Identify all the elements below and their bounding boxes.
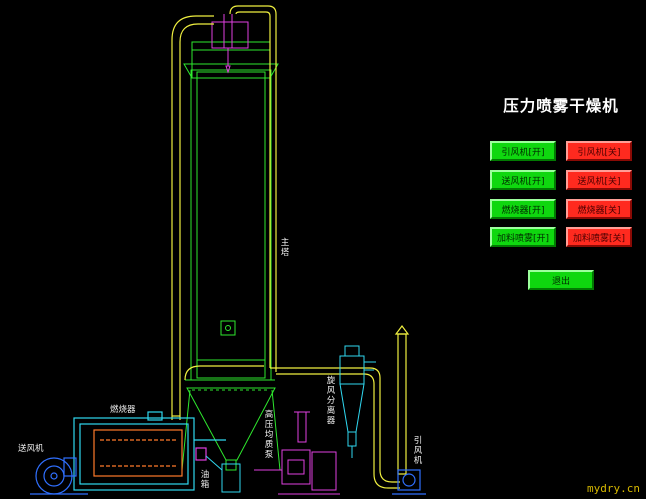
supply-blower xyxy=(30,457,88,495)
feed-spray-off-button[interactable]: 加料喷雾[关] xyxy=(566,227,632,247)
burner-off-button[interactable]: 燃烧器[关] xyxy=(566,199,632,219)
burner-on-button[interactable]: 燃烧器[开] xyxy=(490,199,556,219)
oil-tank xyxy=(205,455,241,493)
tower-label: 主塔 xyxy=(280,238,290,258)
burner-unit xyxy=(73,411,226,491)
blower-off-button[interactable]: 送风机[关] xyxy=(566,170,632,190)
watermark: mydry.cn xyxy=(587,482,640,495)
high-pressure-pump xyxy=(254,411,340,495)
exhaust-fan xyxy=(392,469,426,495)
exit-button[interactable]: 退出 xyxy=(528,270,594,290)
air-ducts xyxy=(171,5,410,489)
hp-pump-label: 高压均质泵 xyxy=(264,410,274,460)
cyclone-separator xyxy=(339,345,376,458)
fan-on-button[interactable]: 引风机[开] xyxy=(490,141,556,161)
page-title: 压力喷雾干燥机 xyxy=(503,97,619,115)
oil-tank-label: 油箱 xyxy=(200,470,210,490)
fan-off-button[interactable]: 引风机[关] xyxy=(566,141,632,161)
cyclone-label: 旋风分离器 xyxy=(326,376,336,426)
feed-spray-on-button[interactable]: 加料喷雾[开] xyxy=(490,227,556,247)
main-tower xyxy=(181,41,281,471)
burner-label: 燃烧器 xyxy=(110,405,136,415)
fan-label: 引风机 xyxy=(413,436,423,466)
blower-on-button[interactable]: 送风机[开] xyxy=(490,170,556,190)
blower-label: 送风机 xyxy=(18,444,44,454)
air-disperser xyxy=(211,14,249,74)
